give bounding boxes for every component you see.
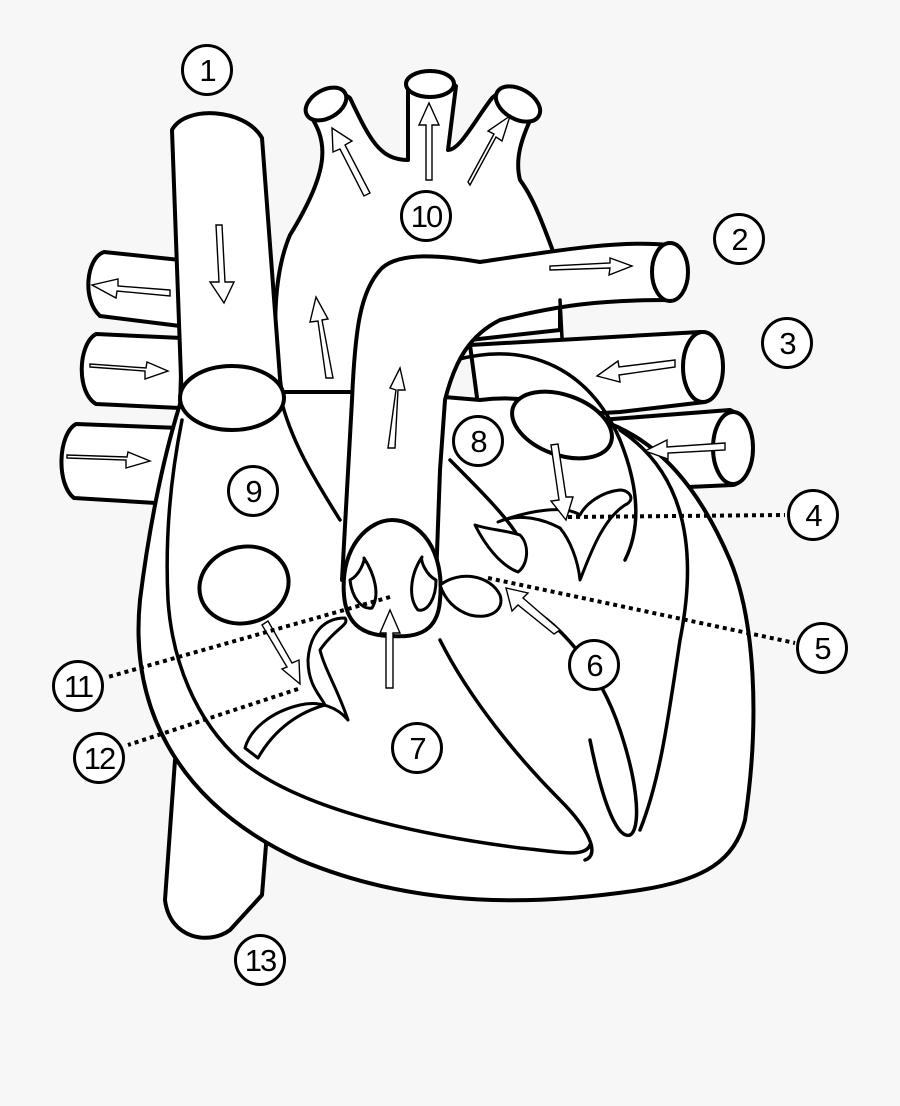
artery-opening-right (493, 84, 543, 124)
label-9: 9 (227, 465, 279, 517)
arrow-left-vein-in-2 (66, 451, 153, 469)
vein-opening-upper (681, 330, 725, 404)
arrow-rpv-lower (643, 438, 726, 460)
left-ventricle-inner (513, 598, 639, 837)
arrow-pa-left (331, 126, 371, 197)
label-number: 3 (779, 325, 796, 361)
arrow-lv-aorta (505, 587, 562, 635)
label-number: 11 (63, 668, 94, 704)
label-number: 5 (814, 630, 831, 666)
vena-cava-opening (178, 364, 286, 432)
leader-11 (107, 595, 391, 679)
arrow-la-down (549, 443, 574, 522)
label-number: 7 (409, 730, 426, 766)
pulmonary-artery-opening (650, 241, 690, 303)
label-3: 3 (761, 317, 813, 369)
atrium-wall-line (278, 393, 342, 522)
arrow-ra-rv (261, 620, 301, 686)
arrow-left-vein-out (90, 278, 171, 300)
label-number: 8 (470, 423, 487, 459)
mitral-cusp (473, 523, 528, 574)
arrow-left-vein-in-1 (89, 361, 170, 380)
aortic-cusp-left (348, 556, 378, 610)
left-ventricle-outer-inner (618, 428, 690, 832)
mitral-valve (496, 488, 633, 582)
aorta-connector (558, 298, 564, 340)
left-pulmonary-vein-middle (79, 332, 184, 410)
left-pulmonary-vein-bottom (59, 422, 182, 505)
arrow-rpa-right (549, 257, 634, 277)
label-12: 12 (73, 732, 125, 784)
artery-opening-center (404, 69, 456, 99)
interventricular-septum (438, 638, 594, 862)
arrow-aorta-up (387, 365, 406, 449)
arrow-rpv-upper (595, 359, 676, 383)
flow-arrows (66, 101, 726, 689)
tricuspid-valve (243, 616, 350, 760)
arrow-pt-up (309, 295, 334, 379)
leader-lines (107, 513, 796, 747)
arrow-pa-right (467, 114, 512, 187)
label-8: 8 (452, 415, 504, 467)
label-number: 13 (244, 942, 278, 978)
label-10: 10 (400, 190, 452, 242)
superior-vena-cava (170, 111, 284, 407)
label-1: 1 (181, 44, 233, 96)
coronary-sinus-opening (197, 544, 291, 626)
label-number: 10 (410, 198, 444, 234)
aortic-cusp-right (410, 555, 438, 612)
label-number: 2 (731, 221, 748, 257)
label-number: 6 (586, 647, 603, 683)
label-13: 13 (234, 934, 286, 986)
pulmonary-valve (438, 574, 503, 618)
label-number: 4 (805, 497, 822, 533)
label-number: 12 (83, 740, 117, 776)
right-heart-inner-wall (165, 418, 592, 855)
label-2: 2 (713, 213, 765, 265)
arrow-svc-down (208, 224, 236, 305)
label-number: 9 (245, 473, 262, 509)
label-11: 11 (52, 660, 104, 712)
arrow-rv-up (378, 608, 402, 689)
arrow-pa-center (417, 101, 441, 181)
label-6: 6 (568, 639, 620, 691)
label-number: 1 (199, 52, 216, 88)
label-5: 5 (796, 622, 848, 674)
label-7: 7 (391, 722, 443, 774)
label-4: 4 (787, 489, 839, 541)
left-atrium-wall (453, 352, 638, 562)
leader-12 (127, 687, 299, 747)
artery-opening-left (303, 85, 349, 123)
